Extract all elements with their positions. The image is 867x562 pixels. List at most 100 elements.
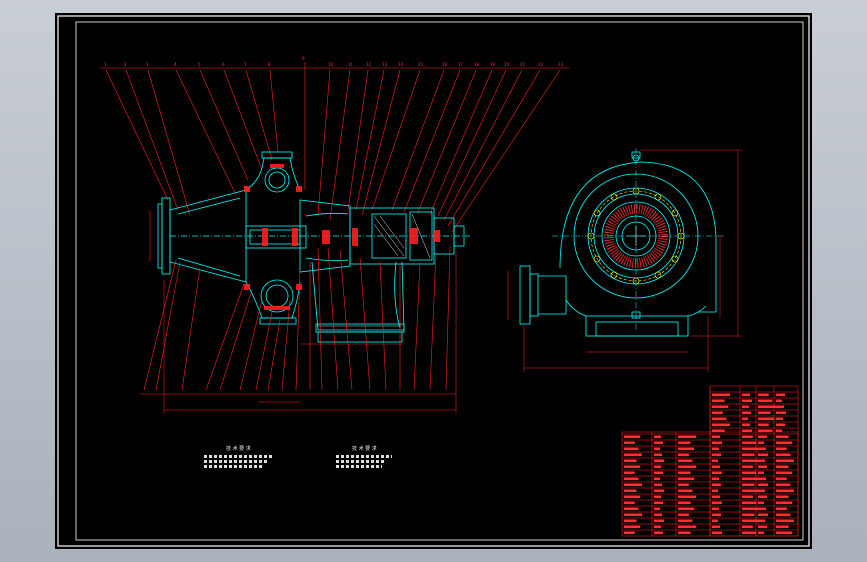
parts-list-cell-mark	[742, 471, 757, 475]
parts-list-cell-mark	[624, 477, 639, 481]
parts-list-cell-mark	[712, 483, 721, 487]
svg-text:8: 8	[268, 62, 271, 67]
parts-list-cell-mark	[712, 531, 722, 535]
parts-list-cell-mark	[758, 525, 767, 529]
parts-list-cell-mark	[712, 429, 725, 433]
svg-text:19: 19	[490, 62, 496, 67]
parts-list-cell-mark	[742, 513, 755, 517]
parts-list-cell-mark	[776, 453, 791, 457]
parts-list-cell-mark	[776, 471, 793, 475]
parts-list-cell-mark	[776, 483, 791, 487]
parts-list-cell-mark	[776, 495, 789, 499]
parts-list-cell-mark	[712, 507, 719, 511]
parts-list-cell-mark	[624, 495, 641, 499]
svg-text:10: 10	[328, 62, 334, 67]
svg-text:12: 12	[366, 62, 372, 67]
parts-list-cell-mark	[776, 417, 783, 421]
parts-list-cell-mark	[712, 405, 729, 409]
parts-list-cell-mark	[624, 501, 635, 505]
parts-list-cell-mark	[776, 519, 794, 523]
parts-list-cell-mark	[742, 411, 751, 415]
parts-list-cell-mark	[712, 525, 720, 529]
parts-list-cell-mark	[742, 417, 748, 421]
parts-list-cell-mark	[758, 447, 766, 451]
parts-list-cell-mark	[742, 531, 757, 535]
parts-list-cell-mark	[742, 447, 760, 451]
parts-list-cell-mark	[624, 465, 641, 469]
parts-list-cell-mark	[712, 441, 722, 445]
svg-text:14: 14	[398, 62, 404, 67]
parts-list-cell-mark	[742, 459, 759, 463]
parts-list-cell-mark	[742, 423, 750, 427]
parts-list-cell-mark	[742, 435, 753, 439]
parts-list-cell-mark	[712, 471, 722, 475]
parts-list-cell-mark	[654, 513, 662, 517]
parts-list-cell-mark	[776, 459, 794, 463]
parts-list-cell-mark	[678, 435, 696, 439]
parts-list-cell-mark	[742, 393, 750, 397]
parts-list-cell-mark	[624, 513, 642, 517]
svg-text:15: 15	[418, 62, 424, 67]
parts-list-cell-mark	[776, 501, 793, 505]
svg-text:20: 20	[504, 62, 510, 67]
parts-list-cell-mark	[712, 417, 727, 421]
parts-list-cell-mark	[776, 531, 793, 535]
parts-list-cell-mark	[712, 513, 721, 517]
parts-list-cell-mark	[654, 489, 664, 493]
svg-text:3: 3	[146, 62, 149, 67]
parts-list-cell-mark	[742, 495, 753, 499]
parts-list-cell-mark	[758, 435, 767, 439]
parts-list-cell-mark	[776, 423, 785, 427]
parts-list-cell-mark	[758, 459, 765, 463]
parts-list-cell-mark	[758, 507, 766, 511]
parts-list-table	[621, 385, 799, 537]
leader-lines-bottom	[140, 245, 456, 395]
parts-list-cell-mark	[758, 483, 768, 487]
parts-list-cell-mark	[624, 453, 642, 457]
parts-list-cell-mark	[678, 453, 689, 457]
parts-list-cell-mark	[712, 423, 730, 427]
parts-list-cell-mark	[742, 429, 752, 433]
parts-list-cell-mark	[654, 465, 661, 469]
parts-list-cell-mark	[712, 393, 730, 397]
parts-list-cell-mark	[624, 471, 635, 475]
parts-list-cell-mark	[654, 525, 661, 529]
svg-text:11: 11	[348, 62, 354, 67]
parts-list-cell-mark	[758, 441, 764, 445]
parts-list-cell-mark	[712, 447, 719, 451]
svg-text:9: 9	[302, 56, 305, 61]
parts-list-cell-mark	[758, 519, 765, 523]
parts-list-cell-mark	[712, 477, 719, 481]
parts-list-cell-mark	[758, 423, 769, 427]
leader-lines-top	[100, 62, 570, 233]
svg-text:22: 22	[538, 62, 544, 67]
parts-list-cell-mark	[742, 483, 755, 487]
parts-list-cell-mark	[742, 489, 759, 493]
parts-list-cell-mark	[758, 513, 768, 517]
parts-list-cell-mark	[758, 411, 771, 415]
svg-text:23: 23	[558, 62, 564, 67]
parts-list-cell-mark	[776, 447, 787, 451]
parts-list-cell-mark	[654, 519, 664, 523]
svg-text:1: 1	[104, 62, 107, 67]
parts-list-cell-mark	[678, 507, 695, 511]
parts-list-cell-mark	[712, 459, 718, 463]
parts-list-cell-mark	[624, 489, 637, 493]
parts-list-cell-mark	[678, 477, 695, 481]
parts-list-cell-mark	[654, 435, 661, 439]
parts-list-cell-mark	[624, 507, 639, 511]
parts-list-cell-mark	[742, 525, 753, 529]
parts-list-cell-mark	[712, 495, 720, 499]
pump-end-view	[507, 148, 742, 372]
parts-list-cell-mark	[678, 483, 689, 487]
parts-list-cell-mark	[678, 459, 693, 463]
parts-list-cell-mark	[758, 495, 767, 499]
parts-list-cell-mark	[758, 477, 766, 481]
parts-list-cell-mark	[624, 519, 637, 523]
parts-list-cell-mark	[712, 465, 720, 469]
parts-list-cell-mark	[624, 531, 635, 535]
notes-left: 技 术 要 求	[204, 446, 274, 470]
parts-list-cell-mark	[654, 507, 660, 511]
